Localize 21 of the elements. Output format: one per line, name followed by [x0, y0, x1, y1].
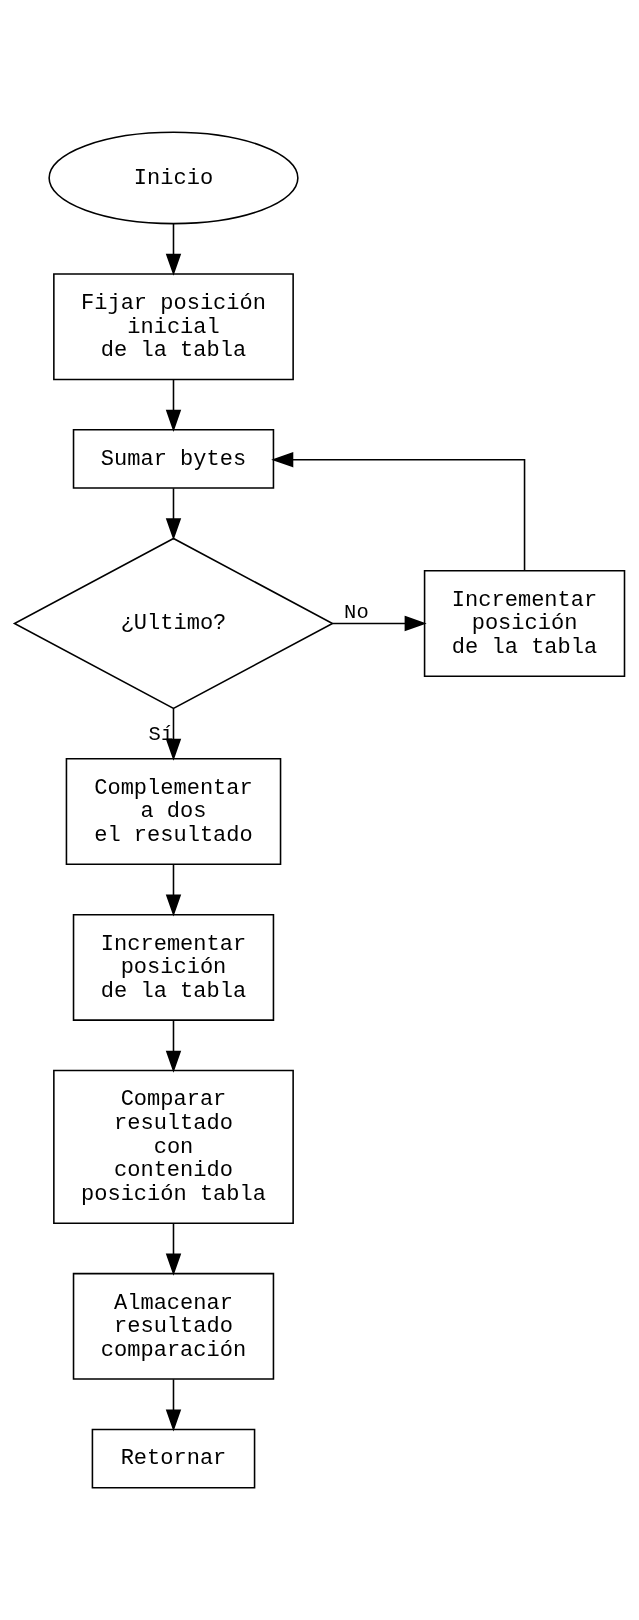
arrow	[165, 487, 182, 541]
node-box: Incrementar posición de la tabla	[423, 569, 626, 677]
arrow	[165, 223, 182, 276]
node-box: Fijar posición inicial de la tabla	[53, 273, 294, 381]
arrow	[165, 1378, 182, 1432]
node-box: Retornar	[91, 1428, 256, 1489]
arrow	[165, 378, 182, 432]
arrow	[165, 863, 182, 917]
arrow	[331, 615, 427, 632]
arrow	[271, 452, 526, 572]
edge-label: No	[344, 600, 369, 624]
arrow	[165, 707, 182, 761]
node-diamond: ¿Ultimo?	[12, 537, 335, 710]
node-box: Almacenar resultado comparación	[72, 1272, 275, 1380]
arrow	[165, 1019, 182, 1073]
arrow	[165, 1222, 182, 1276]
node-box: Comparar resultado con contenido posición tabla	[53, 1069, 294, 1224]
node-ellipse: Inicio	[48, 131, 299, 225]
node-box: Incrementar posición de la tabla	[72, 913, 275, 1021]
node-box: Complementar a dos el resultado	[65, 758, 282, 866]
node-box: Sumar bytes	[72, 429, 275, 489]
